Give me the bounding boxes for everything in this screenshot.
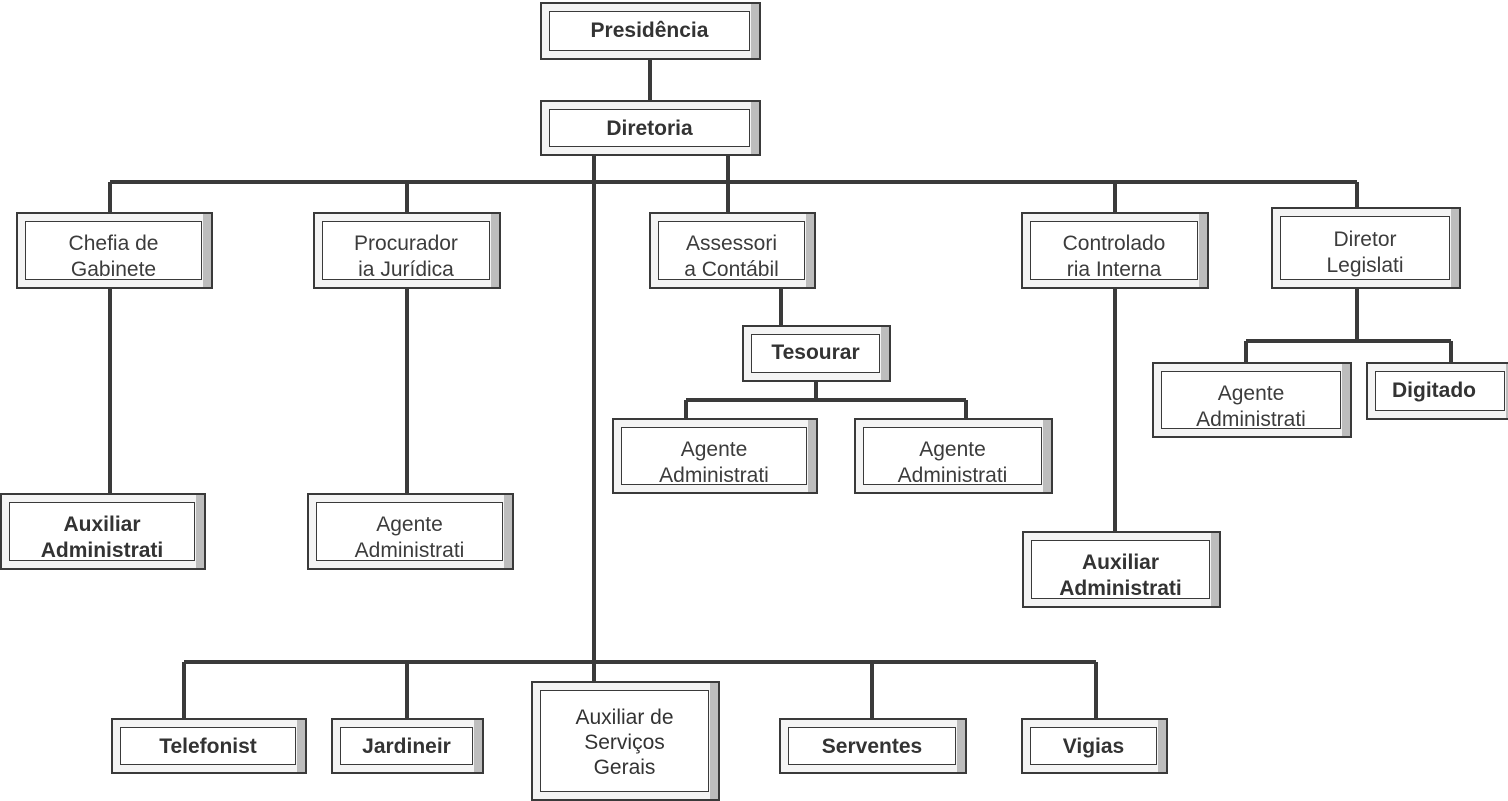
node-label-continued: ia Jurídica [358,258,454,280]
node-label: Diretor [1333,228,1397,251]
node-label: Vigias [1062,735,1125,758]
node-label: Jardineir [362,735,451,758]
node-label: Chefia de [68,232,159,255]
node-assessoria-contabil: Assessori a Contábil [649,212,816,289]
node-tesouraria: Tesourar [742,325,891,382]
node-digitador: Digitado [1366,362,1508,420]
node-label-continued: Administrati [1059,577,1182,599]
node-label: Auxiliar [1081,551,1160,574]
node-label: Auxiliar de [575,706,674,729]
node-label: Assessori [685,232,778,255]
node-vigias: Vigias [1021,718,1168,774]
node-presidencia: Presidência [540,2,761,60]
node-label-continued: Administrati [659,464,769,485]
node-label: Controlado [1062,232,1166,255]
node-controladoria-interna: Controlado ria Interna [1021,212,1209,289]
node-label: Serventes [821,735,923,758]
node-telefonista: Telefonist [111,718,307,774]
node-label-continued: ria Interna [1066,258,1162,280]
node-label-continued: Administrati [1196,408,1306,429]
node-label-continued: Legislati [1326,254,1404,277]
node-label-continued: Serviços [584,731,665,754]
node-label: Tesourar [771,341,860,364]
node-label-continued: Administrati [40,539,164,561]
node-label: Agente [680,438,748,461]
node-label: Auxiliar [63,513,141,536]
node-label: Agente [376,513,443,536]
node-label: Agente [1217,382,1285,405]
node-diretoria: Diretoria [540,100,761,156]
node-label: Presidência [590,19,709,42]
node-label: Procurador [354,232,458,255]
node-jardineiro: Jardineir [331,718,484,774]
node-procuradoria-juridica: Procurador ia Jurídica [313,212,501,289]
node-label: Agente [919,438,986,461]
node-serventes: Serventes [779,718,967,774]
node-label: Diretoria [606,117,693,140]
node-label-continued: Gabinete [70,258,157,280]
node-label: Digitado [1392,379,1476,402]
node-label-continued: Administrati [354,539,465,561]
node-chefia-de-gabinete: Chefia de Gabinete [16,212,213,289]
node-label-continued: a Contábil [684,258,779,280]
node-label: Telefonist [159,735,257,758]
node-label-continued: Gerais [593,756,656,779]
node-label-continued: Administrati [897,464,1008,485]
